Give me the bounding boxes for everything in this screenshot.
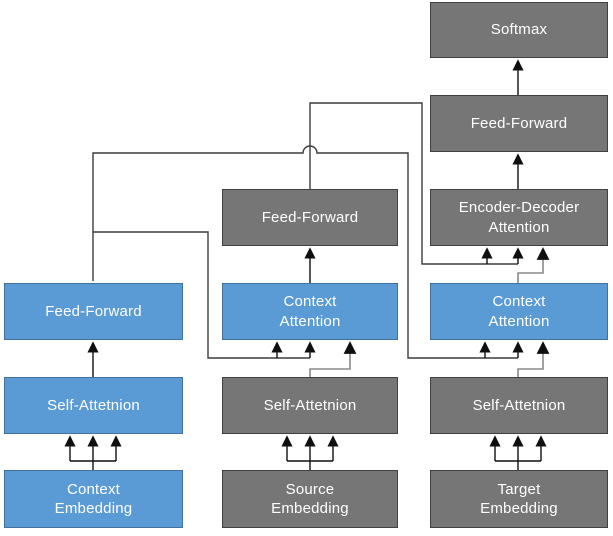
node-label: Self-Attetnion	[472, 396, 566, 414]
node-label: Target Embedding	[480, 480, 558, 518]
node-label: Feed-Forward	[45, 302, 142, 320]
trident-left	[64, 435, 122, 470]
node-self-attention-right: Self-Attetnion	[430, 377, 608, 434]
node-source-embedding: Source Embedding	[222, 470, 398, 528]
node-self-attention-left: Self-Attetnion	[4, 377, 183, 434]
node-label: Context Embedding	[54, 480, 133, 518]
node-context-attention-middle: Context Attention	[222, 283, 398, 340]
trident-right	[489, 435, 547, 470]
node-label: Self-Attetnion	[47, 396, 140, 414]
node-encoder-decoder-attention: Encoder-Decoder Attention	[430, 189, 608, 246]
node-softmax: Softmax	[430, 2, 608, 58]
node-label: Feed-Forward	[470, 114, 568, 132]
node-self-attention-middle: Self-Attetnion	[222, 377, 398, 434]
node-label: Context Attention	[488, 293, 550, 330]
node-context-attention-right: Context Attention	[430, 283, 608, 340]
node-label: Softmax	[490, 21, 548, 39]
node-context-embedding: Context Embedding	[4, 470, 183, 528]
node-feed-forward-middle: Feed-Forward	[222, 189, 398, 246]
node-label: Encoder-Decoder Attention	[458, 199, 580, 236]
trident-middle	[281, 435, 339, 470]
node-label: Self-Attetnion	[263, 396, 357, 414]
node-label: Source Embedding	[271, 480, 349, 518]
node-feed-forward-right: Feed-Forward	[430, 95, 608, 152]
node-feed-forward-left: Feed-Forward	[4, 283, 183, 340]
node-label: Feed-Forward	[261, 208, 359, 226]
node-label: Context Attention	[279, 293, 341, 330]
node-target-embedding: Target Embedding	[430, 470, 608, 528]
